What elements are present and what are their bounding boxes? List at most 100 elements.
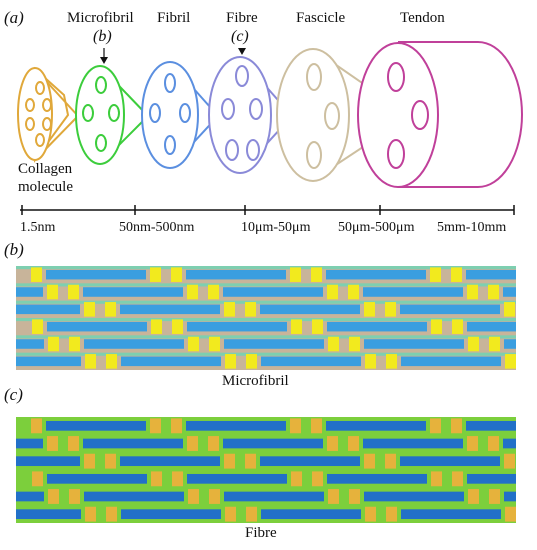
crosslink-block (188, 489, 199, 504)
crosslink-block (364, 302, 375, 317)
molecule-rod (16, 456, 80, 467)
crosslink-block (188, 336, 199, 352)
crosslink-block (290, 418, 301, 434)
molecule-rod (363, 287, 463, 297)
molecule-rod (120, 304, 220, 315)
molecule-rod (261, 509, 361, 520)
molecule-rod (326, 269, 426, 280)
crosslink-block (430, 418, 441, 434)
crosslink-block (504, 453, 515, 469)
molecule-rod (261, 356, 361, 367)
crosslink-block (468, 336, 479, 352)
molecule-rod (327, 473, 427, 484)
separator-stripe (16, 335, 516, 339)
molecule-rod (401, 509, 501, 520)
scale-label-collagen: 1.5nm (20, 220, 56, 235)
crosslink-block (328, 336, 339, 352)
molecule-rod (223, 438, 323, 449)
crosslink-block (187, 436, 198, 451)
tendon-icon (357, 41, 523, 188)
crosslink-block (246, 354, 257, 369)
crosslink-block (385, 302, 396, 317)
crosslink-block (84, 302, 95, 317)
scale-label-fibre: 10μm-50μm (241, 220, 311, 235)
molecule-rod (401, 356, 501, 367)
crosslink-block (386, 506, 397, 522)
crosslink-block (385, 453, 396, 469)
molecule-rod (16, 509, 81, 520)
label-fibre: Fibre (226, 10, 258, 26)
molecule-rod (16, 304, 80, 315)
crosslink-block (209, 336, 220, 352)
crosslink-block (290, 267, 301, 282)
panel-c-caption: Fibre (245, 525, 277, 541)
crosslink-block (68, 284, 79, 300)
molecule-rod (186, 269, 286, 280)
molecule-rod (466, 420, 516, 431)
crosslink-block (451, 267, 462, 282)
molecule-rod (224, 339, 324, 349)
separator-stripe (16, 300, 516, 304)
crosslink-block (85, 506, 96, 522)
crosslink-block (208, 436, 219, 451)
crosslink-block (328, 489, 339, 504)
crosslink-block (291, 319, 302, 334)
crosslink-block (85, 354, 96, 369)
label-collagen-line1: Collagen (18, 161, 73, 177)
crosslink-block (489, 336, 500, 352)
label-tendon: Tendon (400, 10, 445, 26)
scale-label-fibril: 50nm-500nm (119, 220, 195, 235)
molecule-rod (363, 438, 463, 449)
crosslink-block (31, 267, 42, 282)
molecule-rod (121, 509, 221, 520)
crosslink-block (348, 284, 359, 300)
crosslink-block (348, 436, 359, 451)
crosslink-block (151, 319, 162, 334)
crosslink-block (150, 267, 161, 282)
crosslink-block (311, 267, 322, 282)
pointer-c-label: (c) (231, 28, 249, 45)
molecule-rod (326, 420, 426, 431)
crosslink-block (225, 506, 236, 522)
crosslink-block (84, 453, 95, 469)
crosslink-block (209, 489, 220, 504)
molecule-rod (46, 420, 146, 431)
crosslink-block (468, 489, 479, 504)
molecule-rod (16, 491, 44, 502)
crosslink-block (69, 489, 80, 504)
crosslink-block (349, 336, 360, 352)
molecule-rod (16, 438, 43, 449)
molecule-rod (400, 456, 500, 467)
crosslink-block (245, 302, 256, 317)
molecule-rod (260, 304, 360, 315)
scale-label-tendon: 5mm-10mm (437, 220, 507, 235)
label-collagen-line2: molecule (18, 179, 73, 195)
molecule-rod (16, 287, 43, 297)
microfibril-icon (75, 65, 149, 165)
label-microfibril: Microfibril (67, 10, 134, 26)
crosslink-block (105, 453, 116, 469)
molecule-rod (224, 491, 324, 502)
panel-b-caption: Microfibril (222, 373, 289, 389)
crosslink-block (32, 471, 43, 487)
crosslink-block (224, 302, 235, 317)
crosslink-block (312, 319, 323, 334)
crosslink-block (246, 506, 257, 522)
molecule-rod (467, 473, 516, 484)
crosslink-block (488, 436, 499, 451)
panel-background (16, 417, 516, 523)
crosslink-block (452, 319, 463, 334)
crosslink-block (48, 336, 59, 352)
crosslink-block (467, 284, 478, 300)
molecule-rod (47, 321, 147, 332)
crosslink-block (172, 319, 183, 334)
crosslink-block (225, 354, 236, 369)
crosslink-block (505, 506, 516, 522)
molecule-rod (223, 287, 323, 297)
molecule-rod (466, 269, 516, 280)
crosslink-block (452, 471, 463, 487)
crosslink-block (431, 471, 442, 487)
